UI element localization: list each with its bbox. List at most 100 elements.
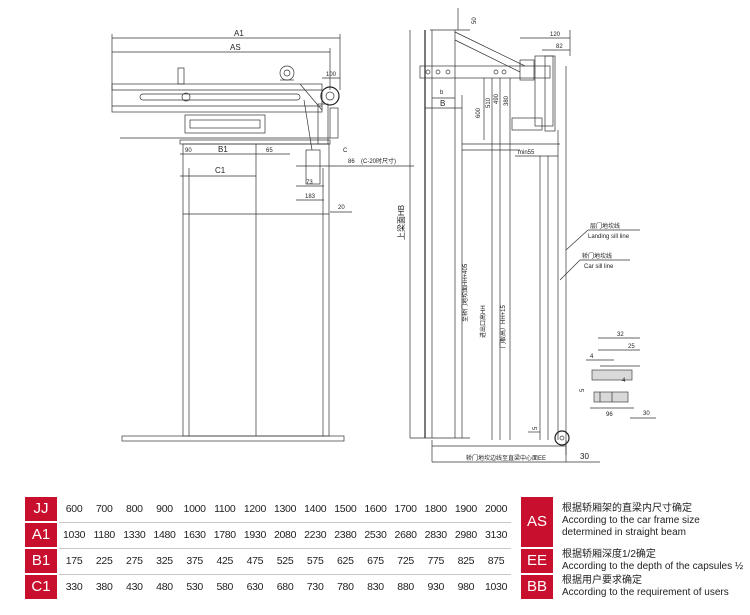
dim-25: 25 bbox=[628, 344, 635, 350]
dim-32: 32 bbox=[617, 332, 624, 338]
table-cell: 1500 bbox=[334, 503, 357, 515]
row-cells: 330 380 430 480 530 580 630 680 730 780 … bbox=[59, 575, 511, 599]
note-label-ee: EE bbox=[521, 549, 553, 573]
table-cell: 225 bbox=[95, 555, 113, 567]
table-cell: 880 bbox=[397, 581, 414, 593]
label-hh405: 至轿门地坎面HH+405 bbox=[461, 263, 469, 322]
row-label: JJ bbox=[25, 497, 57, 521]
table-cell: 930 bbox=[427, 581, 445, 593]
front-view: A1 AS 100 90 B1 65 bbox=[111, 29, 414, 442]
dim-c1: C1 bbox=[215, 166, 226, 175]
row-divider bbox=[59, 574, 511, 575]
table-cell: 830 bbox=[367, 581, 384, 593]
table-cell: 875 bbox=[487, 555, 505, 567]
dim-5b: 5 bbox=[533, 426, 539, 430]
note-bb-en: According to the requirement of users bbox=[562, 587, 729, 598]
table-cell: 425 bbox=[216, 555, 234, 567]
dim-510: 510 bbox=[486, 97, 492, 108]
table-cell: 2380 bbox=[334, 529, 357, 541]
table-cell: 700 bbox=[95, 503, 113, 515]
spec-table: JJ 600 700 800 900 1000 1100 1200 1300 1… bbox=[25, 497, 743, 600]
landing-sill-en: Landing sill line bbox=[588, 234, 630, 240]
table-cell: 580 bbox=[216, 581, 234, 593]
car-sill-cn: 轿门地坎线 bbox=[582, 252, 612, 260]
table-cell: 430 bbox=[126, 581, 143, 593]
c-note: (C-20时尺寸) bbox=[361, 157, 396, 165]
dim-490: 490 bbox=[494, 93, 500, 104]
table-cell: 825 bbox=[457, 555, 475, 567]
note-as: 根据轿厢架的直梁内尺寸确定 According to the car frame… bbox=[562, 503, 747, 539]
table-cell: 1330 bbox=[123, 529, 146, 541]
table-cell: 475 bbox=[246, 555, 264, 567]
label-hh15: 门板高）HH+15 bbox=[499, 304, 507, 348]
table-cell: 780 bbox=[337, 581, 354, 593]
table-cell: 680 bbox=[276, 581, 294, 593]
table-cell: 2080 bbox=[273, 529, 297, 541]
table-cell: 630 bbox=[246, 581, 264, 593]
table-cell: 600 bbox=[65, 503, 83, 515]
table-cell: 380 bbox=[95, 581, 113, 593]
table-cell: 2830 bbox=[424, 529, 447, 541]
row-label: A1 bbox=[25, 523, 57, 547]
table-cell: 1800 bbox=[424, 503, 447, 515]
table-cell: 900 bbox=[156, 503, 173, 515]
dim-73: 73 bbox=[306, 180, 313, 186]
table-cell: 980 bbox=[457, 581, 475, 593]
dim-a1: A1 bbox=[234, 29, 244, 38]
table-cell: 625 bbox=[337, 555, 354, 567]
table-row-a1: A1 1030 1180 1330 1480 1630 1780 1930 20… bbox=[25, 523, 730, 547]
table-cell: 1780 bbox=[213, 529, 236, 541]
dim-b-small: b bbox=[440, 90, 444, 96]
table-cell: 330 bbox=[65, 581, 83, 593]
door-operator-drawing: A1 AS 100 90 B1 65 bbox=[111, 8, 656, 463]
dim-b1: B1 bbox=[218, 145, 228, 154]
dim-c: C bbox=[343, 148, 348, 154]
table-cell: 325 bbox=[156, 555, 173, 567]
row-cells: 1030 1180 1330 1480 1630 1780 1930 2080 … bbox=[59, 523, 511, 547]
dim-30b: 30 bbox=[580, 452, 589, 461]
note-label-as: AS bbox=[521, 497, 553, 547]
dim-30: 30 bbox=[643, 411, 650, 417]
dim-120: 120 bbox=[550, 32, 561, 38]
table-cell: 1030 bbox=[484, 581, 508, 593]
table-cell: 1700 bbox=[394, 503, 417, 515]
dim-b-big: B bbox=[440, 99, 445, 108]
dim-82: 82 bbox=[556, 44, 563, 50]
note-ee-en: According to the depth of the capsules ½ bbox=[562, 561, 744, 572]
table-cell: 1000 bbox=[183, 503, 206, 515]
table-cell: 2230 bbox=[304, 529, 327, 541]
table-row-jj: JJ 600 700 800 900 1000 1100 1200 1300 1… bbox=[25, 497, 730, 521]
dim-600: 600 bbox=[476, 107, 482, 118]
table-cell: 1030 bbox=[62, 529, 86, 541]
table-cell: 730 bbox=[306, 581, 324, 593]
table-cell: 480 bbox=[156, 581, 173, 593]
note-bb-cn: 根据用户要求确定 bbox=[562, 575, 642, 586]
dim-100: 100 bbox=[326, 72, 337, 78]
dim-4a: 4 bbox=[590, 354, 594, 360]
table-cell: 775 bbox=[427, 555, 445, 567]
table-cell: 575 bbox=[306, 555, 324, 567]
table-cell: 1400 bbox=[304, 503, 327, 515]
table-cell: 525 bbox=[276, 555, 294, 567]
table-cell: 175 bbox=[65, 555, 83, 567]
dim-hb: 上梁面HB bbox=[397, 205, 406, 240]
table-row-c1: C1 330 380 430 480 530 580 630 680 730 7… bbox=[25, 575, 730, 599]
dim-4b: 4 bbox=[622, 378, 626, 384]
dim-as: AS bbox=[230, 43, 241, 52]
label-hh: 进出口高HH bbox=[479, 305, 487, 338]
dim-90: 90 bbox=[185, 148, 192, 154]
table-cell: 2980 bbox=[454, 529, 477, 541]
note-bb: 根据用户要求确定 According to the requirement of… bbox=[562, 575, 747, 599]
dim-86: 86 bbox=[348, 159, 355, 165]
table-cell: 1300 bbox=[273, 503, 297, 515]
car-sill-en: Car sill line bbox=[584, 264, 614, 270]
row-divider bbox=[59, 548, 511, 549]
side-view: 上梁面HB 50 120 82 b B 600 bbox=[397, 8, 656, 463]
note-label-bb: BB bbox=[521, 575, 553, 599]
table-cell: 675 bbox=[367, 555, 384, 567]
dim-5: 5 bbox=[580, 388, 586, 392]
table-cell: 3130 bbox=[484, 529, 508, 541]
table-cell: 2530 bbox=[364, 529, 387, 541]
table-cell: 800 bbox=[126, 503, 143, 515]
table-cell: 2680 bbox=[394, 529, 417, 541]
